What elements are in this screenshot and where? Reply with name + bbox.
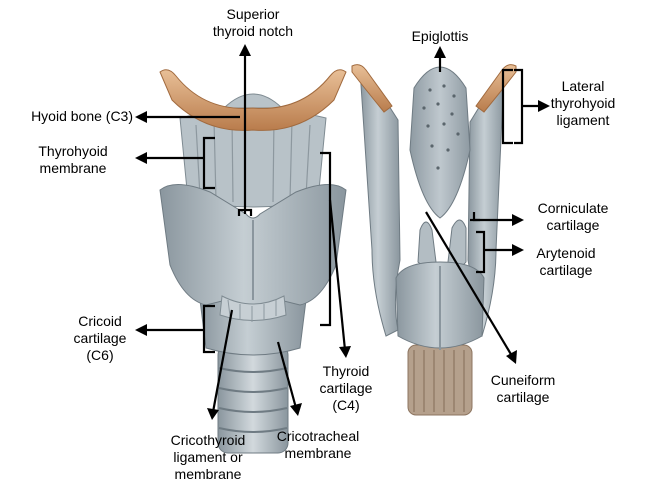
anterior-larynx-view xyxy=(160,70,346,453)
label-line: Cricotracheal xyxy=(277,428,359,445)
label-line: Lateral xyxy=(551,78,616,95)
label-line: (C6) xyxy=(74,347,127,364)
label-lateral-thyrohyoid-ligament: Lateral thyrohyoid ligament xyxy=(551,78,616,129)
label-line: Cricothyroid xyxy=(171,432,246,449)
posterior-larynx-view xyxy=(352,65,516,415)
label-line: Cricoid xyxy=(74,313,127,330)
label-line: Hyoid bone (C3) xyxy=(31,108,133,125)
label-line: membrane xyxy=(277,445,359,462)
label-line: Arytenoid xyxy=(536,245,595,262)
posterior-thyroid-lamina xyxy=(360,70,400,336)
label-cricothyroid-ligament: Cricothyroid ligament or membrane xyxy=(171,432,246,483)
label-thyrohyoid-membrane: Thyrohyoid membrane xyxy=(38,143,107,177)
label-epiglottis: Epiglottis xyxy=(412,28,469,45)
label-line: cartilage xyxy=(74,330,127,347)
label-line: Thyrohyoid xyxy=(38,143,107,160)
label-line: Cuneiform xyxy=(491,372,556,389)
label-cricotracheal-membrane: Cricotracheal membrane xyxy=(277,428,359,462)
label-line: cartilage xyxy=(491,389,556,406)
label-line: thyroid notch xyxy=(213,23,293,40)
posterior-trachea xyxy=(408,345,472,415)
label-line: thyrohyoid xyxy=(551,95,616,112)
label-corniculate-cartilage: Corniculate cartilage xyxy=(538,200,609,234)
label-cuneiform-cartilage: Cuneiform cartilage xyxy=(491,372,556,406)
label-thyroid-cartilage: Thyroid cartilage (C4) xyxy=(320,363,373,414)
epiglottis-shape xyxy=(410,67,470,218)
label-line: cartilage xyxy=(538,217,609,234)
label-line: Epiglottis xyxy=(412,28,469,45)
label-line: Thyroid xyxy=(320,363,373,380)
label-line: cartilage xyxy=(536,262,595,279)
label-line: (C4) xyxy=(320,397,373,414)
label-line: cartilage xyxy=(320,380,373,397)
label-line: membrane xyxy=(38,160,107,177)
label-hyoid-bone: Hyoid bone (C3) xyxy=(31,108,133,125)
label-line: membrane xyxy=(171,466,246,483)
label-line: Corniculate xyxy=(538,200,609,217)
label-superior-thyroid-notch: Superior thyroid notch xyxy=(213,6,293,40)
label-line: Superior xyxy=(213,6,293,23)
label-arytenoid-cartilage: Arytenoid cartilage xyxy=(536,245,595,279)
label-cricoid-cartilage: Cricoid cartilage (C6) xyxy=(74,313,127,364)
label-line: ligament or xyxy=(171,449,246,466)
label-line: ligament xyxy=(551,112,616,129)
arytenoid-shape xyxy=(418,220,466,267)
